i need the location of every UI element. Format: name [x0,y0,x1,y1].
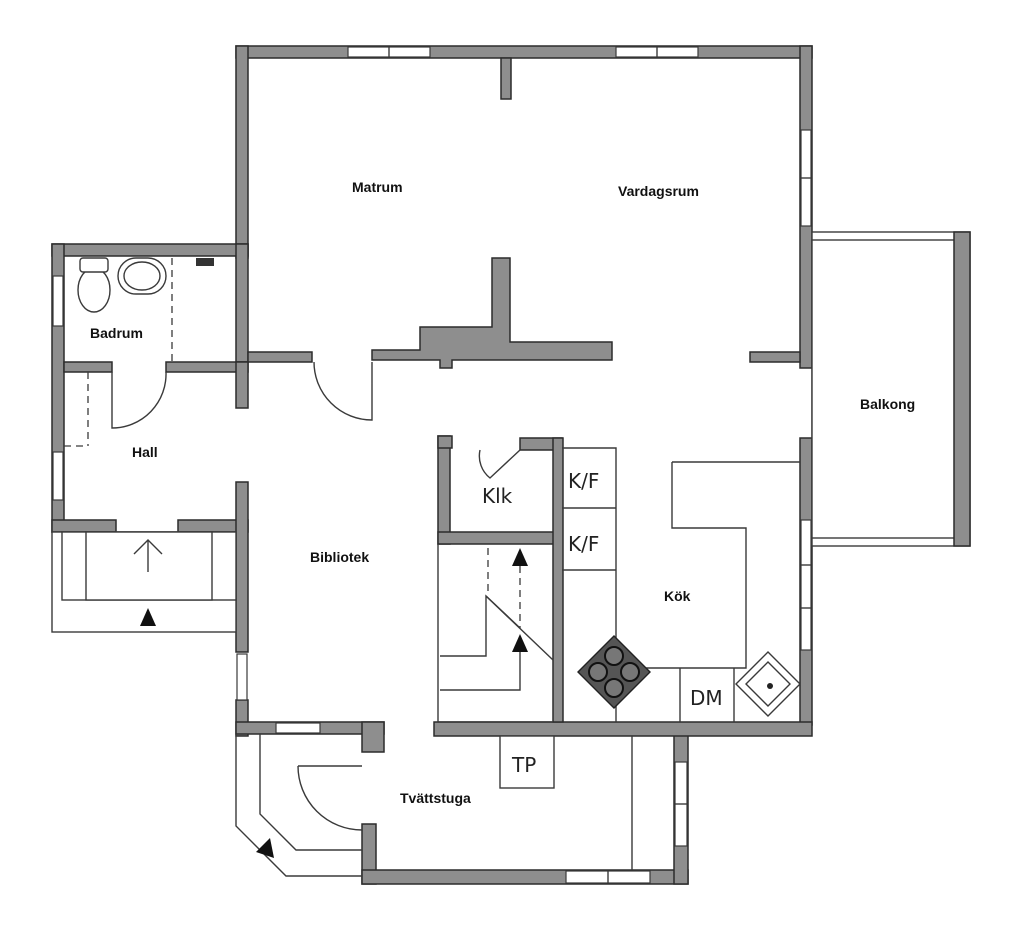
fridge-freezer-label-lower: K/F [568,532,599,556]
room-label-vardagsrum: Vardagsrum [618,183,699,199]
room-label-kok: Kök [664,588,691,604]
entry-steps [51,531,237,633]
dryer-label: TP [511,753,536,777]
fridge-freezer-label-upper: K/F [568,469,599,493]
dishwasher-label: DM [690,686,723,710]
sink-icon [735,651,801,717]
laundry-fixtures [235,734,633,877]
stairs [437,544,554,723]
room-label-balkong: Balkong [860,396,915,412]
closet-label: Klk [482,484,513,508]
stove-icon [577,635,651,709]
kitchen-fixtures [562,447,801,722]
room-label-bibliotek: Bibliotek [310,549,369,565]
windows [52,46,812,884]
room-label-matrum: Matrum [352,179,403,195]
room-label-hall: Hall [132,444,158,460]
bathroom-fixtures [64,257,214,447]
room-label-badrum: Badrum [90,325,143,341]
room-label-tvattstuga: Tvättstuga [400,790,471,806]
walls [51,45,813,885]
balcony [811,231,971,547]
